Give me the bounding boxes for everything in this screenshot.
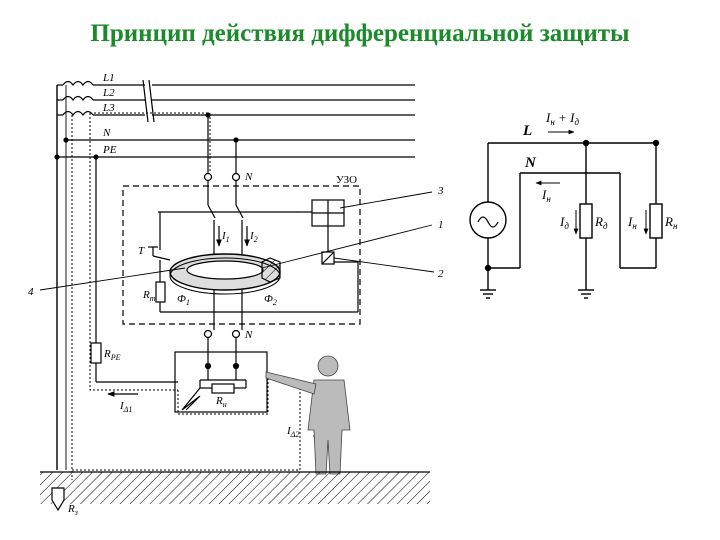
sum-current-a: I bbox=[545, 110, 551, 125]
current-i2-sub: 2 bbox=[254, 235, 258, 244]
svg-text:Rт: Rт bbox=[142, 289, 156, 303]
resistor-t-sub: т bbox=[150, 294, 156, 303]
branch-1-resistor-label: R bbox=[594, 214, 603, 229]
svg-text:Rн: Rн bbox=[664, 214, 678, 231]
svg-text:RPE: RPE bbox=[103, 348, 121, 362]
right-schematic bbox=[469, 129, 663, 299]
person-figure bbox=[265, 355, 351, 475]
line-label-l1: L1 bbox=[102, 72, 115, 84]
resistor-pe-sub: PE bbox=[110, 353, 121, 362]
sum-current-b-sub: д bbox=[574, 117, 579, 127]
ground-electrode bbox=[51, 487, 65, 512]
load-enclosure bbox=[174, 351, 268, 413]
supply-lines bbox=[54, 79, 415, 160]
line-label-pe: PE bbox=[102, 144, 117, 156]
branch-2-resistor-label: R bbox=[664, 214, 673, 229]
right-line-n-label: N bbox=[524, 155, 537, 171]
transformer-coils bbox=[56, 80, 94, 470]
page-title: Принцип действия дифференциальной защиты bbox=[90, 20, 630, 47]
uzo-label: УЗО bbox=[336, 174, 357, 186]
neutral-label-top: N bbox=[244, 171, 253, 183]
flux-2-label: Ф bbox=[264, 293, 273, 305]
branch-2-current-label: I bbox=[627, 214, 633, 229]
sum-current-a-sub: н bbox=[550, 117, 555, 127]
current-i2-label: I bbox=[249, 230, 255, 242]
callout-lines bbox=[39, 191, 435, 291]
toroidal-core bbox=[169, 253, 281, 295]
load-resistor-label: R bbox=[215, 395, 223, 407]
svg-text:I1: I1 bbox=[221, 230, 230, 244]
svg-text:Iн + Iд: Iн + Iд bbox=[545, 110, 579, 127]
left-schematic: L1 L2 L3 N PE RPE УЗО bbox=[28, 72, 444, 517]
branch-1-current-label: I bbox=[559, 214, 565, 229]
leak-current-2-sub: Δ2 bbox=[290, 430, 300, 439]
ground-resistor-label: R bbox=[67, 503, 75, 515]
callout-2: 2 bbox=[438, 268, 444, 280]
svg-text:IΔ2: IΔ2 bbox=[286, 425, 299, 439]
svg-text:Ф1: Ф1 bbox=[177, 293, 190, 307]
test-button bbox=[148, 246, 359, 313]
branch-2-current-sub: н bbox=[632, 221, 637, 231]
callout-1: 1 bbox=[438, 219, 444, 231]
ground-resistor-sub: з bbox=[74, 508, 78, 517]
load-resistor-sub: н bbox=[223, 400, 227, 409]
resistor-pe-label: R bbox=[103, 348, 111, 360]
trip-mechanism bbox=[158, 199, 345, 265]
flux-1-sub: 1 bbox=[186, 298, 190, 307]
sum-current-b: I bbox=[569, 110, 575, 125]
current-i1-label: I bbox=[221, 230, 227, 242]
branch-1-current-sub: д bbox=[564, 221, 569, 231]
leakage-path bbox=[71, 112, 301, 480]
svg-text:Rн: Rн bbox=[215, 395, 227, 409]
callout-3: 3 bbox=[437, 185, 444, 197]
resistor-t-label: R bbox=[142, 289, 150, 301]
branch-2-resistor-sub: н bbox=[673, 221, 678, 231]
svg-text:Rз: Rз bbox=[67, 503, 78, 517]
svg-text:Iн: Iн bbox=[627, 214, 637, 231]
ground-surface bbox=[40, 471, 430, 504]
flux-1-label: Ф bbox=[177, 293, 186, 305]
return-current-label: I bbox=[541, 187, 547, 202]
callout-4: 4 bbox=[28, 286, 34, 298]
svg-text:Iн: Iн bbox=[541, 187, 551, 204]
current-i1-sub: 1 bbox=[226, 235, 230, 244]
return-current-sub: н bbox=[546, 194, 551, 204]
leak-current-1-label: I bbox=[119, 400, 125, 412]
right-line-l-label: L bbox=[522, 123, 532, 139]
neutral-label-bottom: N bbox=[244, 329, 253, 341]
leak-current-2-label: I bbox=[286, 425, 292, 437]
svg-text:IΔ1: IΔ1 bbox=[119, 400, 132, 414]
test-button-label: T bbox=[138, 245, 145, 257]
line-label-l2: L2 bbox=[102, 87, 115, 99]
sum-current-plus: + bbox=[555, 110, 570, 125]
branch-1-resistor-sub: д bbox=[603, 221, 608, 231]
line-label-n: N bbox=[102, 127, 111, 139]
line-label-l3: L3 bbox=[102, 102, 115, 114]
svg-text:Iд: Iд bbox=[559, 214, 569, 231]
flux-2-sub: 2 bbox=[273, 298, 277, 307]
svg-text:I2: I2 bbox=[249, 230, 258, 244]
svg-text:Ф2: Ф2 bbox=[264, 293, 277, 307]
leak-current-1-sub: Δ1 bbox=[123, 405, 133, 414]
svg-text:Rд: Rд bbox=[594, 214, 608, 231]
pe-branch bbox=[90, 154, 178, 383]
